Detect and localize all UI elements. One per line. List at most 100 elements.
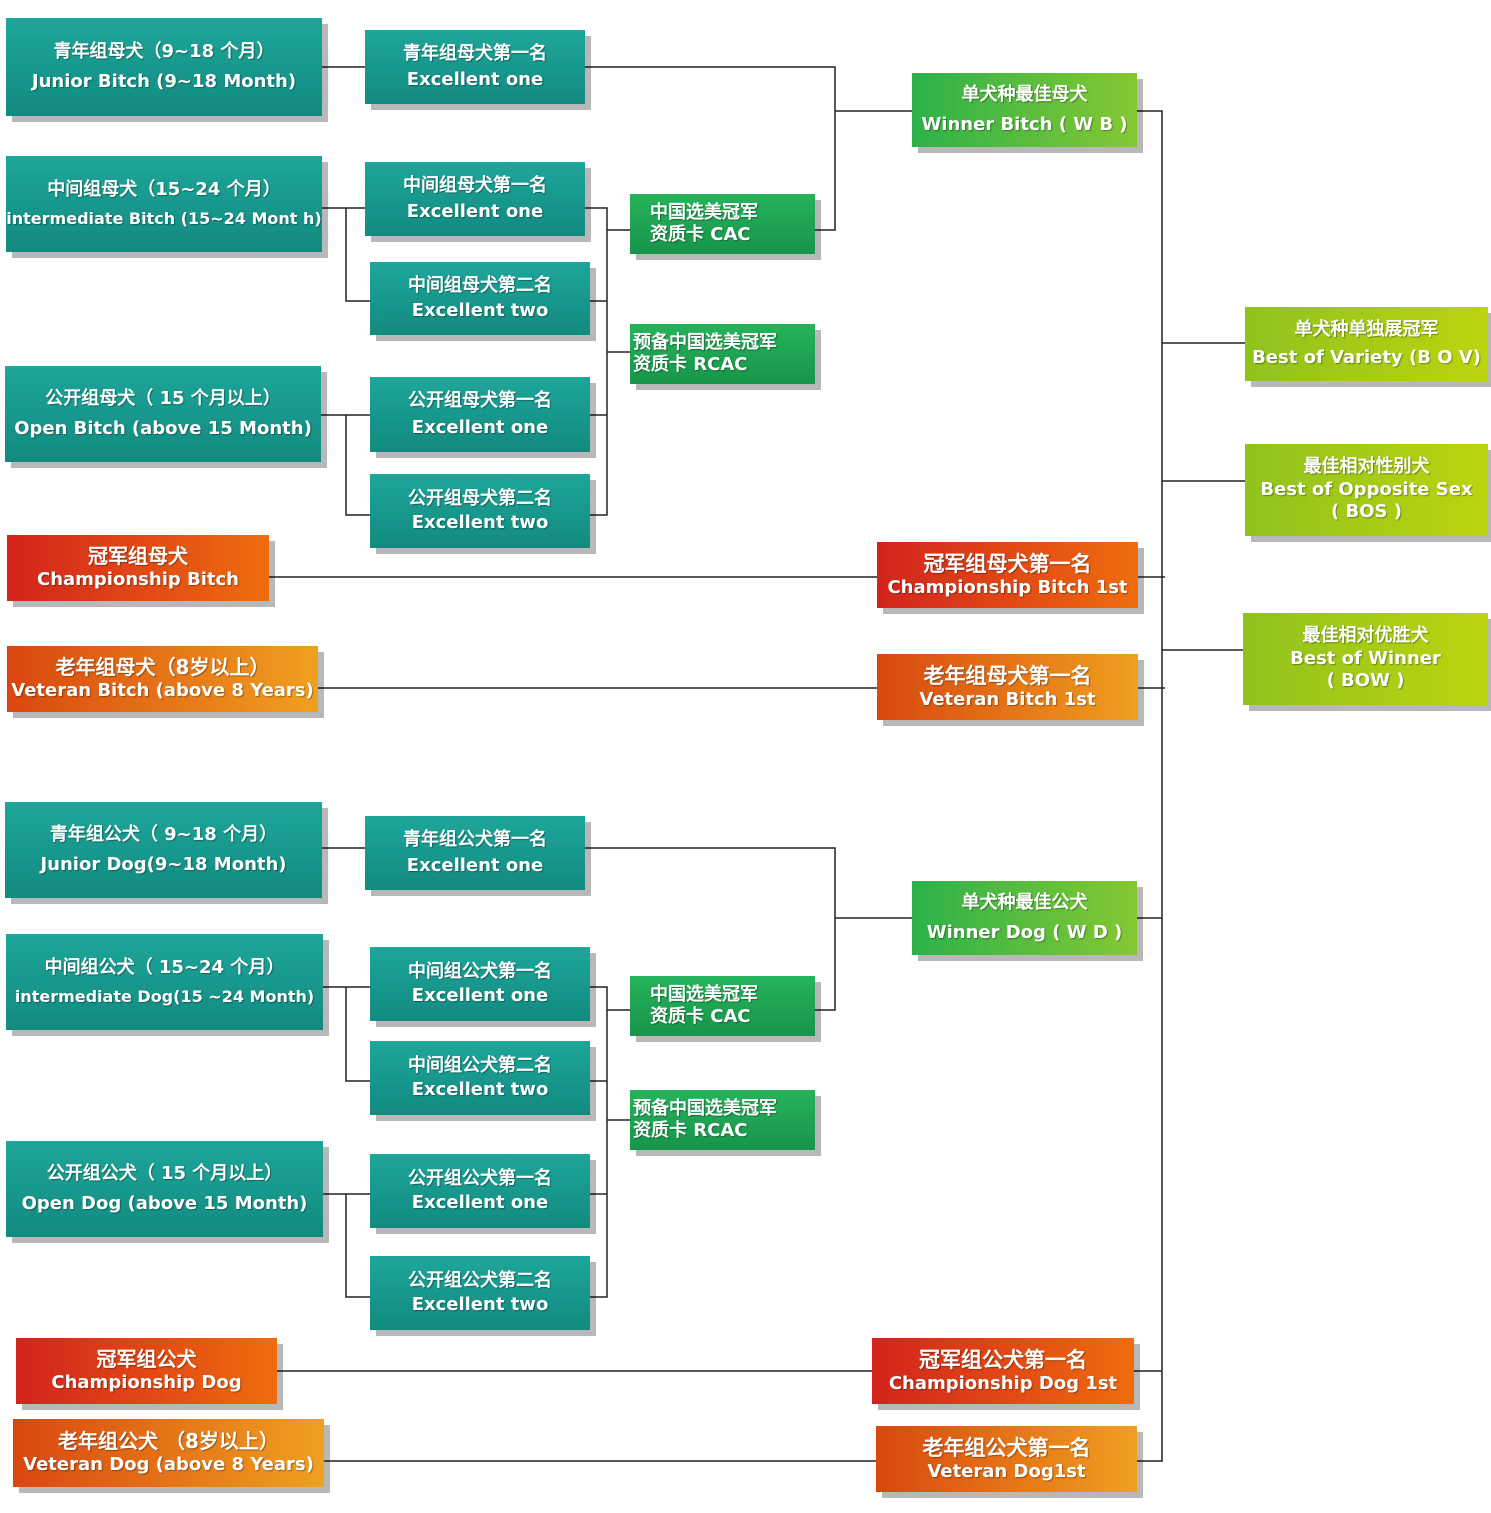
veteran-bitch-en: Veteran Bitch (above 8 Years) — [11, 680, 314, 702]
open-dog-first-zh: 公开组公犬第一名 — [408, 1167, 552, 1189]
open-dog-en: Open Dog (above 15 Month) — [21, 1193, 308, 1214]
winner-bitch-zh: 单犬种最佳母犬 — [961, 83, 1088, 105]
veteran-dog-first: 老年组公犬第一名 Veteran Dog1st — [876, 1426, 1137, 1492]
junior-dog-en: Junior Dog(9~18 Month) — [40, 854, 287, 875]
junior-dog-first-zh: 青年组公犬第一名 — [403, 828, 547, 850]
winner-bitch: 单犬种最佳母犬 Winner Bitch ( W B ) — [912, 73, 1137, 147]
dog-rcac: 预备中国选美冠军 资质卡 RCAC — [630, 1090, 815, 1150]
open-bitch-en: Open Bitch (above 15 Month) — [14, 418, 312, 439]
intermediate-bitch-zh: 中间组母犬（15~24 个月） — [47, 178, 281, 200]
open-bitch-zh: 公开组母犬（ 15 个月以上） — [45, 387, 281, 409]
intermediate-bitch-class: 中间组母犬（15~24 个月） intermediate Bitch (15~2… — [6, 156, 322, 252]
bitch-rcac-zh: 预备中国选美冠军 — [633, 331, 777, 353]
winner-bitch-en: Winner Bitch ( W B ) — [921, 114, 1128, 135]
championship-bitch-first: 冠军组母犬第一名 Championship Bitch 1st — [877, 542, 1138, 608]
open-bitch-second-en: Excellent two — [411, 512, 549, 533]
junior-bitch-first-en: Excellent one — [406, 69, 544, 90]
dog-rcac-zh: 预备中国选美冠军 — [633, 1097, 777, 1119]
intermediate-bitch-first-en: Excellent one — [406, 201, 544, 222]
junior-dog-zh: 青年组公犬（ 9~18 个月） — [49, 823, 278, 845]
championship-dog-zh: 冠军组公犬 — [96, 1347, 197, 1372]
open-dog-first: 公开组公犬第一名 Excellent one — [370, 1154, 590, 1228]
open-dog-first-en: Excellent one — [411, 1192, 549, 1213]
bitch-cac-en: 资质卡 CAC — [650, 224, 751, 245]
intermediate-bitch-en: intermediate Bitch (15~24 Mont h) — [6, 209, 322, 229]
championship-bitch-class: 冠军组母犬 Championship Bitch — [7, 535, 269, 601]
open-dog-zh: 公开组公犬（ 15 个月以上） — [46, 1162, 283, 1184]
veteran-dog-first-zh: 老年组公犬第一名 — [922, 1435, 1091, 1460]
championship-dog-first-zh: 冠军组公犬第一名 — [919, 1347, 1087, 1372]
intermediate-dog-first-zh: 中间组公犬第一名 — [408, 960, 552, 982]
open-bitch-class: 公开组母犬（ 15 个月以上） Open Bitch (above 15 Mon… — [5, 366, 321, 462]
dog-rcac-en: 资质卡 RCAC — [633, 1120, 748, 1141]
dog-cac-en: 资质卡 CAC — [650, 1006, 751, 1027]
junior-dog-first-en: Excellent one — [406, 855, 544, 876]
intermediate-bitch-first: 中间组母犬第一名 Excellent one — [365, 162, 585, 236]
open-dog-second-zh: 公开组公犬第二名 — [408, 1269, 552, 1291]
intermediate-dog-second: 中间组公犬第二名 Excellent two — [370, 1041, 590, 1115]
veteran-bitch-zh: 老年组母犬（8岁以上） — [55, 655, 270, 680]
best-of-winner: 最佳相对优胜犬 Best of Winner ( BOW ) — [1243, 613, 1488, 705]
intermediate-bitch-second-zh: 中间组母犬第二名 — [408, 275, 552, 296]
best-of-opposite-sex-en: Best of Opposite Sex — [1260, 478, 1473, 500]
intermediate-dog-class: 中间组公犬（ 15~24 个月） intermediate Dog(15 ~24… — [6, 934, 323, 1030]
intermediate-bitch-first-zh: 中间组母犬第一名 — [403, 174, 547, 196]
veteran-dog-en: Veteran Dog (above 8 Years) — [23, 1454, 314, 1476]
winner-dog: 单犬种最佳公犬 Winner Dog ( W D ) — [912, 881, 1137, 955]
junior-bitch-class: 青年组母犬（9~18 个月） Junior Bitch (9~18 Month) — [6, 18, 322, 116]
championship-dog-first-en: Championship Dog 1st — [888, 1372, 1118, 1394]
best-of-winner-en: Best of Winner — [1290, 647, 1441, 669]
open-dog-class: 公开组公犬（ 15 个月以上） Open Dog (above 15 Month… — [6, 1141, 323, 1237]
open-bitch-first-zh: 公开组母犬第一名 — [408, 390, 552, 411]
veteran-bitch-first-en: Veteran Bitch 1st — [919, 688, 1096, 710]
best-of-winner-zh: 最佳相对优胜犬 — [1302, 625, 1429, 647]
junior-bitch-first: 青年组母犬第一名 Excellent one — [365, 30, 585, 104]
junior-bitch-en: Junior Bitch (9~18 Month) — [31, 71, 297, 92]
bitch-cac-zh: 中国选美冠军 — [650, 201, 758, 223]
veteran-dog-first-en: Veteran Dog1st — [927, 1460, 1086, 1482]
intermediate-bitch-second: 中间组母犬第二名 Excellent two — [370, 262, 590, 335]
championship-bitch-first-en: Championship Bitch 1st — [887, 576, 1128, 598]
winner-dog-en: Winner Dog ( W D ) — [926, 922, 1123, 943]
best-of-winner-abbr: ( BOW ) — [1326, 670, 1405, 692]
intermediate-dog-first: 中间组公犬第一名 Excellent one — [370, 947, 590, 1021]
championship-dog-en: Championship Dog — [51, 1372, 242, 1394]
open-bitch-second-zh: 公开组母犬第二名 — [408, 487, 552, 509]
veteran-dog-zh: 老年组公犬 （8岁以上） — [58, 1429, 279, 1454]
intermediate-dog-second-en: Excellent two — [411, 1079, 549, 1100]
best-of-variety: 单犬种单独展冠军 Best of Variety (B O V) — [1245, 307, 1488, 381]
intermediate-dog-zh: 中间组公犬（ 15~24 个月） — [44, 956, 285, 978]
bitch-rcac-en: 资质卡 RCAC — [633, 354, 748, 375]
intermediate-dog-second-zh: 中间组公犬第二名 — [408, 1054, 552, 1076]
championship-dog-class: 冠军组公犬 Championship Dog — [16, 1338, 277, 1404]
veteran-bitch-first-zh: 老年组母犬第一名 — [923, 663, 1092, 688]
veteran-bitch-first: 老年组母犬第一名 Veteran Bitch 1st — [877, 654, 1138, 720]
open-bitch-first-en: Excellent one — [411, 416, 549, 438]
best-of-opposite-sex-abbr: ( BOS ) — [1331, 501, 1402, 523]
junior-bitch-zh: 青年组母犬（9~18 个月） — [53, 40, 275, 62]
open-dog-second: 公开组公犬第二名 Excellent two — [370, 1256, 590, 1330]
veteran-bitch-class: 老年组母犬（8岁以上） Veteran Bitch (above 8 Years… — [7, 646, 318, 712]
winner-dog-zh: 单犬种最佳公犬 — [961, 891, 1088, 913]
open-bitch-first: 公开组母犬第一名 Excellent one — [370, 377, 590, 452]
best-of-variety-zh: 单犬种单独展冠军 — [1294, 318, 1439, 340]
dog-cac-zh: 中国选美冠军 — [650, 983, 758, 1005]
intermediate-dog-en: intermediate Dog(15 ~24 Month) — [14, 987, 315, 1007]
open-dog-second-en: Excellent two — [411, 1294, 549, 1315]
bitch-rcac: 预备中国选美冠军 资质卡 RCAC — [630, 324, 815, 384]
championship-dog-first: 冠军组公犬第一名 Championship Dog 1st — [872, 1338, 1134, 1404]
best-of-variety-en: Best of Variety (B O V) — [1252, 347, 1481, 368]
intermediate-dog-first-en: Excellent one — [411, 985, 549, 1006]
best-of-opposite-sex-zh: 最佳相对性别犬 — [1303, 456, 1430, 478]
championship-bitch-en: Championship Bitch — [37, 569, 239, 591]
veteran-dog-class: 老年组公犬 （8岁以上） Veteran Dog (above 8 Years) — [13, 1419, 324, 1487]
junior-dog-first: 青年组公犬第一名 Excellent one — [365, 816, 585, 890]
bitch-cac: 中国选美冠军 资质卡 CAC — [630, 194, 815, 254]
championship-bitch-first-zh: 冠军组母犬第一名 — [923, 551, 1092, 576]
championship-bitch-zh: 冠军组母犬 — [88, 544, 188, 569]
best-of-opposite-sex: 最佳相对性别犬 Best of Opposite Sex ( BOS ) — [1245, 444, 1488, 536]
intermediate-bitch-second-en: Excellent two — [411, 299, 549, 321]
open-bitch-second: 公开组母犬第二名 Excellent two — [370, 474, 590, 548]
dog-cac: 中国选美冠军 资质卡 CAC — [630, 976, 815, 1036]
